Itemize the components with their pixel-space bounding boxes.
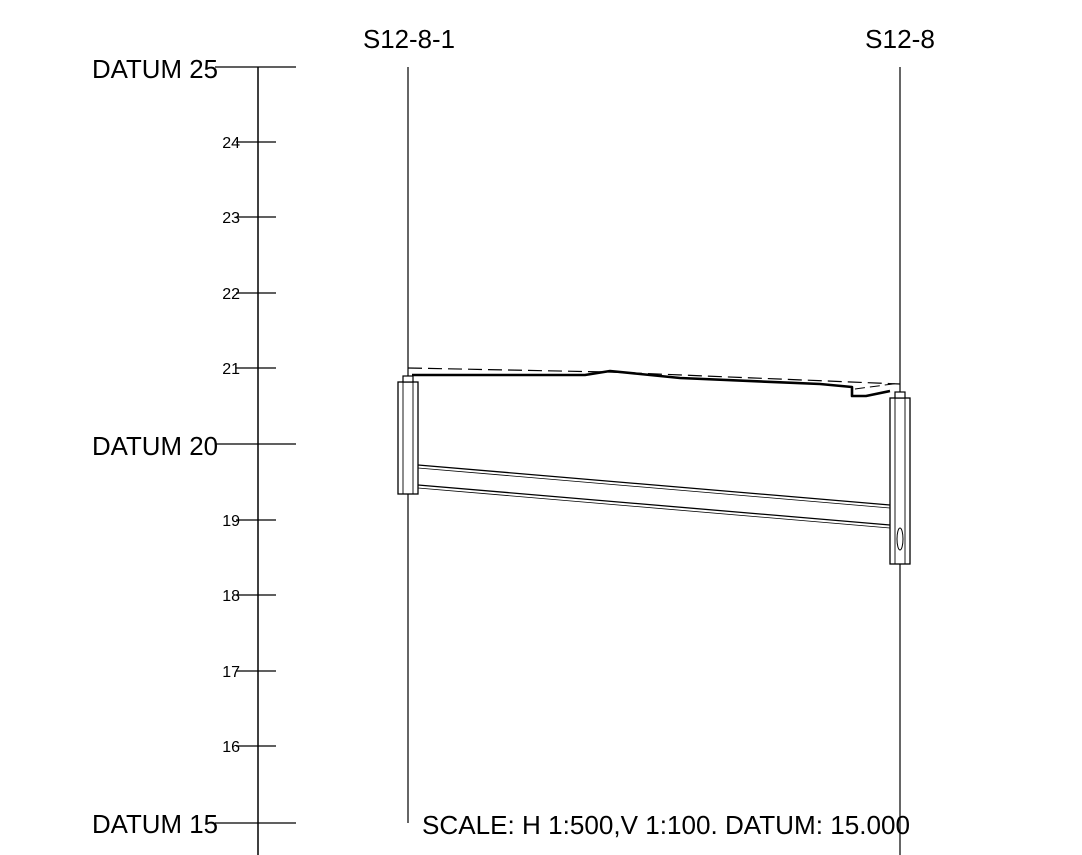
tick-label-18: 18 (222, 588, 240, 605)
tick-label-23: 23 (222, 210, 240, 227)
pipe-crown-line (417, 464, 891, 506)
tick-label-24: 24 (222, 135, 240, 152)
tick-label-21: 21 (222, 361, 240, 378)
tick-label-22: 22 (222, 286, 240, 303)
datum-25-label: DATUM 25 (92, 54, 218, 84)
manhole-label-s12-8: S12-8 (865, 24, 935, 54)
manhole-label-s12-8-1: S12-8-1 (363, 24, 455, 54)
manhole-s12-8-1 (397, 375, 419, 495)
tick-label-17: 17 (222, 664, 240, 681)
finished-ground-line (412, 369, 891, 398)
scale-note: SCALE: H 1:500,V 1:100. DATUM: 15.000 (422, 810, 910, 840)
pipe-crown-line-inner (417, 467, 891, 509)
existing-ground-end (854, 382, 901, 390)
tick-label-16: 16 (222, 739, 240, 756)
tick-label-19: 19 (222, 513, 240, 530)
manhole-s12-8 (889, 391, 911, 565)
pipe-invert-line-inner (417, 487, 891, 529)
datum-15-label: DATUM 15 (92, 809, 218, 839)
pipe-invert-line (417, 484, 891, 526)
datum-20-label: DATUM 20 (92, 431, 218, 461)
